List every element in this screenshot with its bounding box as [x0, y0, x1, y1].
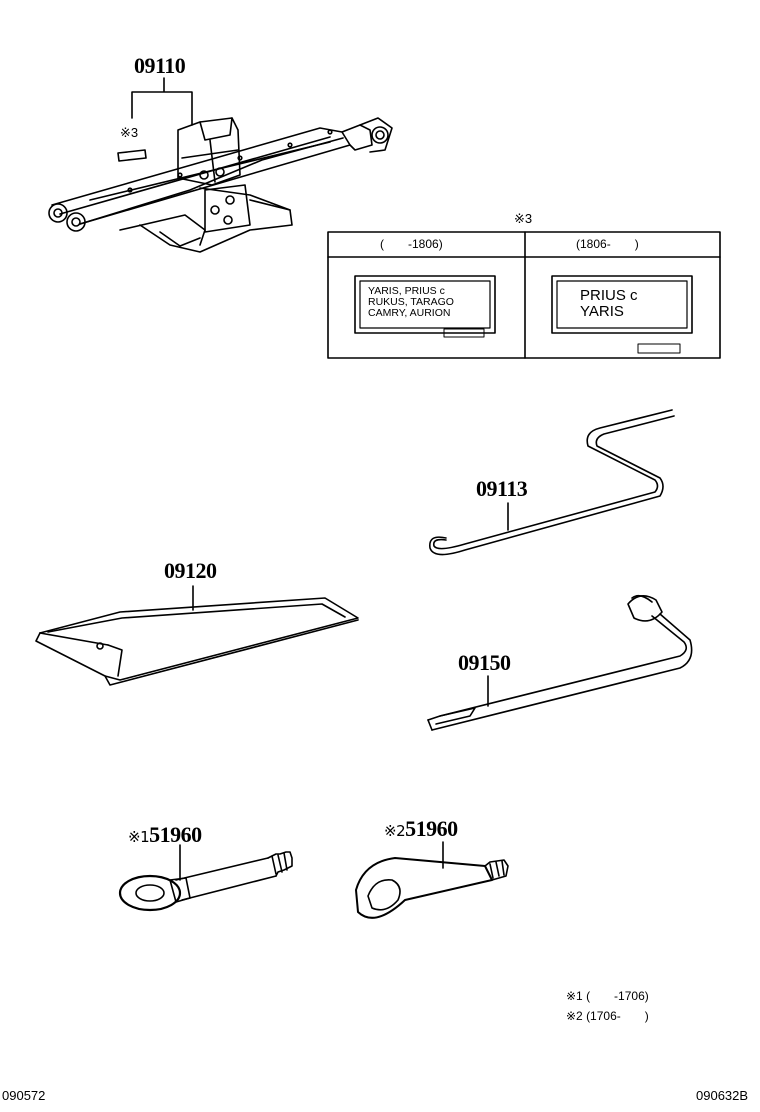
- part-number-jack: 09110: [134, 53, 186, 78]
- part-number-tool-bag: 09120: [164, 558, 217, 583]
- hook-1-mark: ※1: [128, 828, 150, 846]
- table-note-mark: ※3: [514, 211, 533, 226]
- part-number-hook-2: ※251960: [384, 818, 458, 840]
- jack-handle-illustration: [429, 409, 675, 556]
- label-table: [327, 231, 721, 359]
- label-1-line: YARIS, PRIUS c: [368, 285, 445, 297]
- part-number-jack-handle: 09113: [476, 476, 528, 501]
- table-col1-header: ( -1806): [380, 237, 443, 251]
- legend-note-2: ※2 (1706- ): [566, 1009, 649, 1023]
- footer-left-code: 090572: [2, 1088, 46, 1103]
- part-number-hook-1: ※151960: [128, 824, 202, 846]
- part-number-wrench: 09150: [458, 650, 511, 675]
- label-1-text: YARIS, PRIUS c RUKUS, TARAGO CAMRY, AURI…: [368, 285, 454, 320]
- towing-hook-2-illustration: [355, 841, 509, 919]
- legend-note-1: ※1 ( -1706): [566, 989, 649, 1003]
- label-2-line: YARIS: [580, 302, 624, 320]
- table-col2-header: (1806- ): [576, 237, 639, 251]
- hook-1-number: 51960: [149, 822, 202, 847]
- label-1-line: RUKUS, TARAGO: [368, 296, 454, 309]
- jack-illustration: [48, 77, 393, 253]
- tool-bag-illustration: [35, 585, 359, 686]
- hook-2-mark: ※2: [384, 822, 406, 840]
- wrench-illustration: [427, 594, 693, 731]
- label-2-line: PRIUS c: [580, 287, 638, 304]
- footer-right-code: 090632B: [696, 1088, 749, 1103]
- label-2-text: PRIUS c YARIS: [580, 288, 638, 320]
- towing-hook-1-illustration: [118, 844, 293, 912]
- hook-2-number: 51960: [405, 816, 458, 841]
- label-1-line: CAMRY, AURION: [368, 307, 451, 320]
- jack-note-mark: ※3: [120, 125, 139, 140]
